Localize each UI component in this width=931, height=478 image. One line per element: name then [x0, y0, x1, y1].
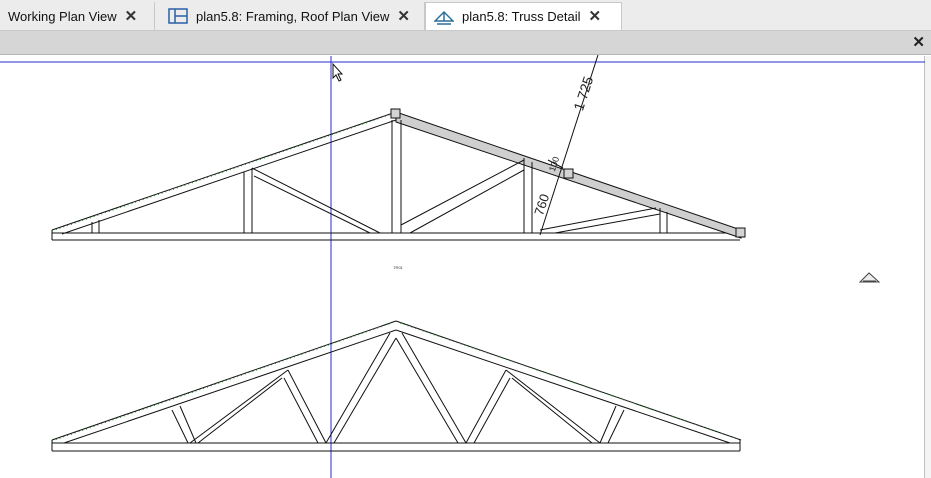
- truss-detail-icon: [433, 8, 455, 26]
- collapse-up-icon[interactable]: [858, 272, 881, 283]
- tab-working-plan-view[interactable]: Working Plan View ✕: [0, 2, 155, 30]
- mouse-cursor-icon: [332, 62, 344, 82]
- dimension-label-short: 760: [531, 192, 552, 217]
- tab-label: plan5.8: Framing, Roof Plan View: [196, 8, 390, 24]
- dimension-annotations: [539, 55, 599, 236]
- tab-label: Working Plan View: [8, 8, 117, 24]
- truss-1[interactable]: [51, 111, 742, 241]
- vertical-scrollbar[interactable]: [924, 56, 931, 478]
- selection-grip[interactable]: [390, 108, 401, 119]
- selection-grip[interactable]: [735, 227, 746, 238]
- tab-framing-roof-plan-view[interactable]: plan5.8: Framing, Roof Plan View ✕: [160, 2, 425, 30]
- drawing-canvas[interactable]: 1 725 100 760 TR01: [0, 55, 931, 478]
- framing-plan-icon: [168, 7, 188, 25]
- close-icon[interactable]: ✕: [588, 8, 602, 25]
- dimension-label-short: 100: [547, 155, 561, 172]
- truss-2: [51, 320, 742, 452]
- selection-grip[interactable]: [563, 168, 574, 179]
- close-icon[interactable]: ✕: [124, 7, 138, 25]
- dimension-label-long: 1 725: [570, 74, 596, 112]
- view-toolbar: ✕: [0, 31, 931, 55]
- close-icon[interactable]: ✕: [397, 7, 410, 25]
- close-view-icon[interactable]: ✕: [912, 34, 925, 51]
- tab-truss-detail[interactable]: plan5.8: Truss Detail ✕: [425, 2, 622, 30]
- tab-label: plan5.8: Truss Detail: [462, 9, 581, 24]
- truss-tag-label: TR01: [393, 265, 404, 270]
- tab-bar: Working Plan View ✕ plan5.8: Framing, Ro…: [0, 0, 931, 31]
